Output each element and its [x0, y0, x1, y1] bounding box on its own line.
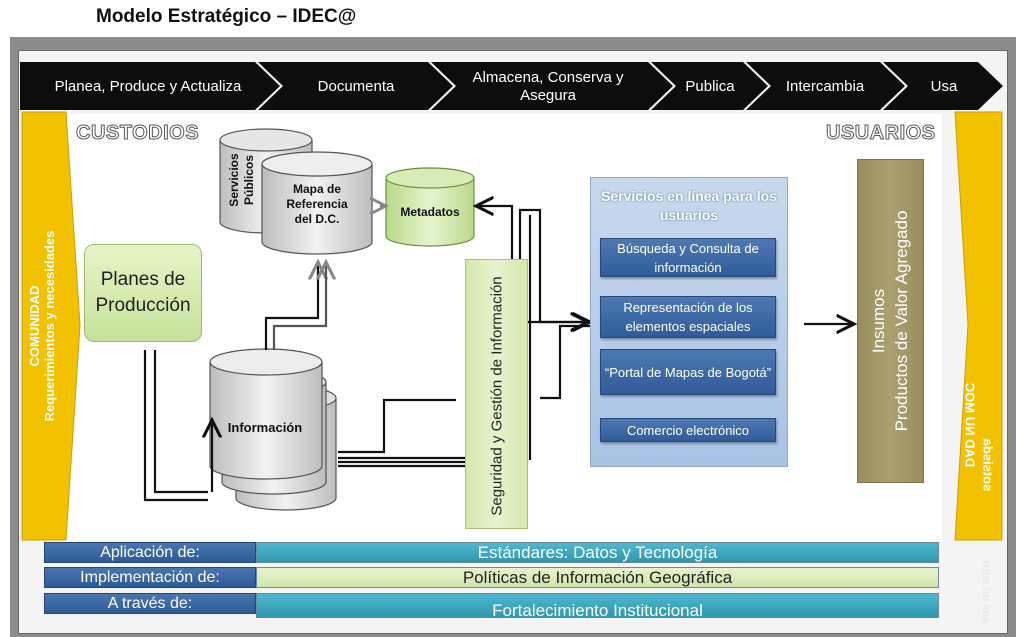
metadatos-cylinder [385, 167, 475, 247]
mapa-referencia-label: Mapa de Referencia del D.C. [286, 182, 348, 226]
right-band-label-1: DAD NU MOC [962, 382, 978, 468]
process-step-shape-2 [258, 62, 453, 110]
process-step-label: Planea, Produce y Actualiza [55, 78, 242, 95]
servicio-portal-box: “Portal de Mapas de Bogotá” [600, 349, 776, 395]
servicios-publicos-label: Servicios Públicos [227, 153, 256, 207]
comunidad-band-label: COMUNIDAD Requerimientos y necesidades [27, 231, 57, 422]
servicio-comercio-box: Comercio electrónico [600, 418, 776, 442]
productos-label: Productos de Valor Agregado [892, 210, 911, 432]
informacion-label: Información [227, 420, 303, 435]
process-step-label: Intercambia [786, 78, 865, 95]
mapa-referencia-cylinder [261, 151, 373, 255]
planes-produccion-label: Planes de Producción [95, 269, 191, 316]
metadatos-label: Metadatos [400, 205, 460, 219]
bottom-row-label: A través de: [44, 593, 256, 614]
comunidad-usuarios-band [954, 111, 1003, 541]
insumos-panel [857, 159, 924, 483]
planes-produccion-box: Planes de Producción [84, 244, 202, 342]
process-step-label: Asegura [520, 87, 577, 104]
process-step-shape-4 [651, 62, 768, 110]
bottom-row-label: Aplicación de: [44, 542, 256, 563]
insumos-title: Insumos [869, 288, 888, 354]
right-band-label-3: aus ud adrn [980, 560, 992, 624]
seguridad-panel [465, 259, 528, 529]
bottom-row-value: Políticas de Información Geográfica [256, 567, 939, 588]
servicio-label: Búsqueda y Consulta de información [617, 240, 759, 275]
comunidad-band [21, 111, 81, 541]
bottom-row-value: Fortalecimiento Institucional [256, 593, 939, 618]
process-step-shape-6 [883, 62, 1003, 110]
comunidad-label: COMUNIDAD [27, 285, 42, 367]
bottom-row-label: Implementación de: [44, 567, 256, 588]
process-bar [20, 62, 1003, 110]
seguridad-label: Seguridad y Gestión de Información [488, 276, 506, 516]
process-step-label: Documenta [318, 78, 395, 95]
custodios-title: CUSTODIOS [75, 122, 200, 145]
process-step-shape-1 [20, 62, 280, 110]
process-step-shape-3 [431, 62, 673, 110]
process-step-label: Almacena, Conserva y [473, 69, 624, 86]
informacion-cylinder-stack [209, 348, 337, 511]
process-step-shape-5 [746, 62, 905, 110]
process-step-label: Usa [931, 78, 958, 95]
bottom-row-value: Estándares: Datos y Tecnología [256, 542, 939, 563]
insumos-label: Insumos Productos de Valor Agregado [867, 211, 913, 432]
right-band-label-2: sotsisda [980, 438, 996, 492]
servicio-representacion-box: Representación de los elementos espacial… [600, 296, 776, 338]
servicio-label: “Portal de Mapas de Bogotá” [604, 364, 772, 380]
servicio-label: Representación de los elementos espacial… [623, 300, 753, 334]
process-step-label: Publica [685, 78, 735, 95]
usuarios-title: USUARIOS [826, 122, 936, 145]
servicio-label: Comercio electrónico [626, 422, 750, 438]
servicios-title: Servicios en línea para los usuarios [601, 188, 777, 223]
page-title: Modelo Estratégico – IDEC@ [96, 6, 357, 27]
servicio-busqueda-box: Búsqueda y Consulta de información [600, 238, 776, 277]
requerimientos-label: Requerimientos y necesidades [42, 230, 57, 422]
